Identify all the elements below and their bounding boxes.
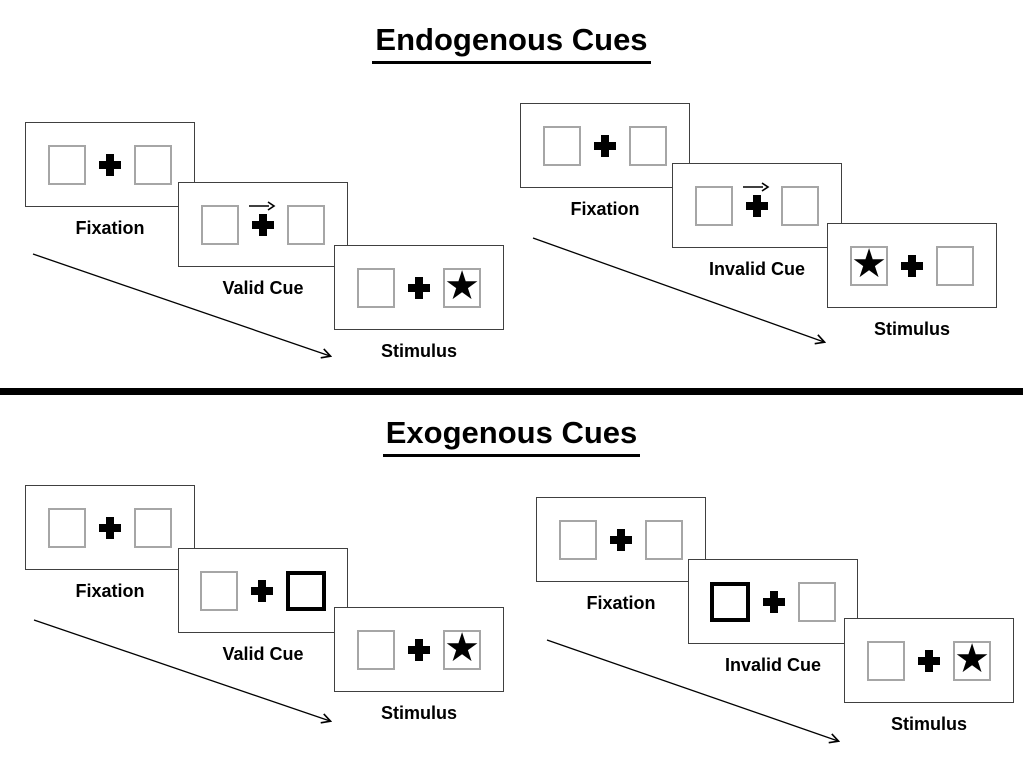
fixation-cross-icon [901, 254, 923, 277]
left-box [867, 640, 905, 681]
right-box: ★ [443, 263, 481, 309]
panel-endogenous-invalid-fixation: Fixation [520, 103, 690, 220]
right-box [629, 125, 667, 166]
fixation-cross-icon [99, 153, 121, 176]
stimulus-display [25, 485, 195, 570]
panel-label: Fixation [570, 199, 640, 219]
stimulus-display [178, 548, 348, 633]
right-box [134, 507, 172, 548]
panel-endogenous-invalid-stimulus: ★ Stimulus [827, 223, 997, 340]
left-box: ★ [850, 241, 888, 287]
right-box [287, 204, 325, 245]
panel-label: Invalid Cue [708, 259, 806, 279]
stimulus-display [178, 182, 348, 267]
panel-exogenous-invalid-stimulus: ★ Stimulus [844, 618, 1014, 735]
left-box-highlight-cue [710, 581, 750, 622]
panel-label: Valid Cue [222, 278, 304, 298]
fixation-cross-icon [610, 528, 632, 551]
panel-exogenous-valid-cue: Valid Cue [178, 548, 348, 665]
panel-label: Invalid Cue [724, 655, 822, 675]
right-box [134, 144, 172, 185]
panel-label: Fixation [586, 593, 656, 613]
fixation-cross-icon [918, 649, 940, 672]
right-box [798, 581, 836, 622]
panel-label: Fixation [75, 218, 145, 238]
fixation-cross-icon [594, 134, 616, 157]
left-box [559, 519, 597, 560]
panel-endogenous-valid-cue: Valid Cue [178, 182, 348, 299]
fixation-cross-icon [252, 213, 274, 236]
stimulus-display [25, 122, 195, 207]
cue-arrow-icon [249, 200, 276, 211]
panel-exogenous-valid-fixation: Fixation [25, 485, 195, 602]
star-icon: ★ [851, 241, 887, 287]
panel-endogenous-valid-stimulus: ★ Stimulus [334, 245, 504, 362]
right-box [645, 519, 683, 560]
section-title-endogenous: Endogenous Cues [0, 22, 1023, 64]
timeline-arrow [532, 237, 827, 345]
timeline-arrow [546, 639, 841, 744]
star-icon: ★ [954, 636, 990, 682]
right-box [781, 185, 819, 226]
panel-label: Stimulus [890, 714, 967, 734]
fixation-cross-icon [99, 516, 121, 539]
panel-exogenous-invalid-cue: Invalid Cue [688, 559, 858, 676]
section-divider [0, 388, 1023, 395]
stimulus-display [688, 559, 858, 644]
fixation-cross-icon [763, 590, 785, 613]
right-box: ★ [953, 636, 991, 682]
right-box [936, 245, 974, 286]
panel-label: Stimulus [873, 319, 950, 339]
stimulus-display [520, 103, 690, 188]
right-box-highlight-cue [286, 570, 326, 611]
fixation-cross-icon [408, 276, 430, 299]
stimulus-display [672, 163, 842, 248]
star-icon: ★ [444, 625, 480, 671]
section-title-exogenous: Exogenous Cues [0, 415, 1023, 457]
fixation-cross-icon [408, 638, 430, 661]
left-box [48, 507, 86, 548]
panel-exogenous-invalid-fixation: Fixation [536, 497, 706, 614]
star-icon: ★ [444, 263, 480, 309]
stimulus-display: ★ [844, 618, 1014, 703]
left-box [200, 570, 238, 611]
panel-label: Stimulus [380, 703, 457, 723]
left-box [357, 629, 395, 670]
fixation-cross-icon [251, 579, 273, 602]
panel-label: Stimulus [380, 341, 457, 361]
stimulus-display: ★ [334, 245, 504, 330]
stimulus-display: ★ [827, 223, 997, 308]
left-box [48, 144, 86, 185]
timeline-arrow [33, 619, 333, 724]
timeline-arrow [32, 253, 333, 359]
stimulus-display [536, 497, 706, 582]
stimulus-display: ★ [334, 607, 504, 692]
right-box: ★ [443, 625, 481, 671]
left-box [357, 267, 395, 308]
panel-label: Fixation [75, 581, 145, 601]
panel-exogenous-valid-stimulus: ★ Stimulus [334, 607, 504, 724]
panel-endogenous-invalid-cue: Invalid Cue [672, 163, 842, 280]
panel-endogenous-valid-fixation: Fixation [25, 122, 195, 239]
left-box [695, 185, 733, 226]
left-box [201, 204, 239, 245]
panel-label: Valid Cue [222, 644, 304, 664]
left-box [543, 125, 581, 166]
fixation-cross-icon [746, 194, 768, 217]
cue-arrow-icon [743, 181, 770, 192]
